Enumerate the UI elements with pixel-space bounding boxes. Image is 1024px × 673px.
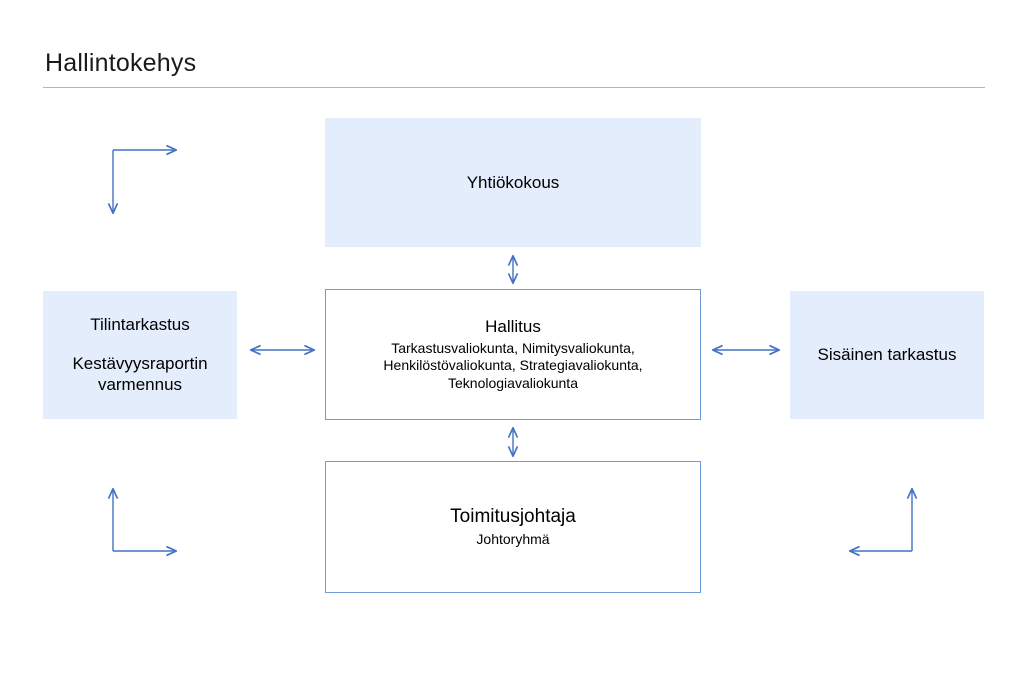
connector-bottom-left-elbow (107, 487, 178, 557)
node-board-committees: Tarkastusvaliokunta, Nimitysvaliokunta, … (383, 340, 642, 394)
node-shareholders-meeting-title: Yhtiökokous (466, 172, 560, 192)
node-internal-audit[interactable]: Sisäinen tarkastus (790, 291, 984, 419)
node-external-audit-subtitle: Kestävyysraportin varmennus (43, 353, 237, 397)
node-ceo-title: Toimitusjohtaja (450, 505, 576, 527)
page-title: Hallintokehys (45, 49, 197, 77)
connector-top-left-elbow (107, 144, 178, 215)
node-ceo-subtitle: Johtoryhmä (476, 531, 550, 548)
node-shareholders-meeting[interactable]: Yhtiökokous (325, 118, 701, 247)
node-external-audit-subtitle-line-1: Kestävyysraportin (72, 353, 208, 373)
node-ceo[interactable]: Toimitusjohtaja Johtoryhmä (325, 461, 701, 593)
node-board-committees-line-1: Tarkastusvaliokunta, Nimitysvaliokunta, (391, 339, 635, 356)
node-board[interactable]: Hallitus Tarkastusvaliokunta, Nimitysval… (325, 289, 701, 420)
node-board-committees-line-3: Teknologiavaliokunta (448, 375, 578, 392)
connector-bottom-right-elbow (848, 487, 918, 557)
node-internal-audit-title: Sisäinen tarkastus (817, 345, 957, 365)
node-external-audit-title: Tilintarkastus (90, 314, 190, 334)
title-divider (43, 87, 985, 88)
node-board-committees-line-2: Henkilöstövaliokunta, Strategiavaliokunt… (383, 357, 643, 374)
node-board-title: Hallitus (485, 316, 541, 336)
node-external-audit-subtitle-line-2: varmennus (97, 375, 183, 395)
node-external-audit[interactable]: Tilintarkastus Kestävyysraportin varmenn… (43, 291, 237, 419)
